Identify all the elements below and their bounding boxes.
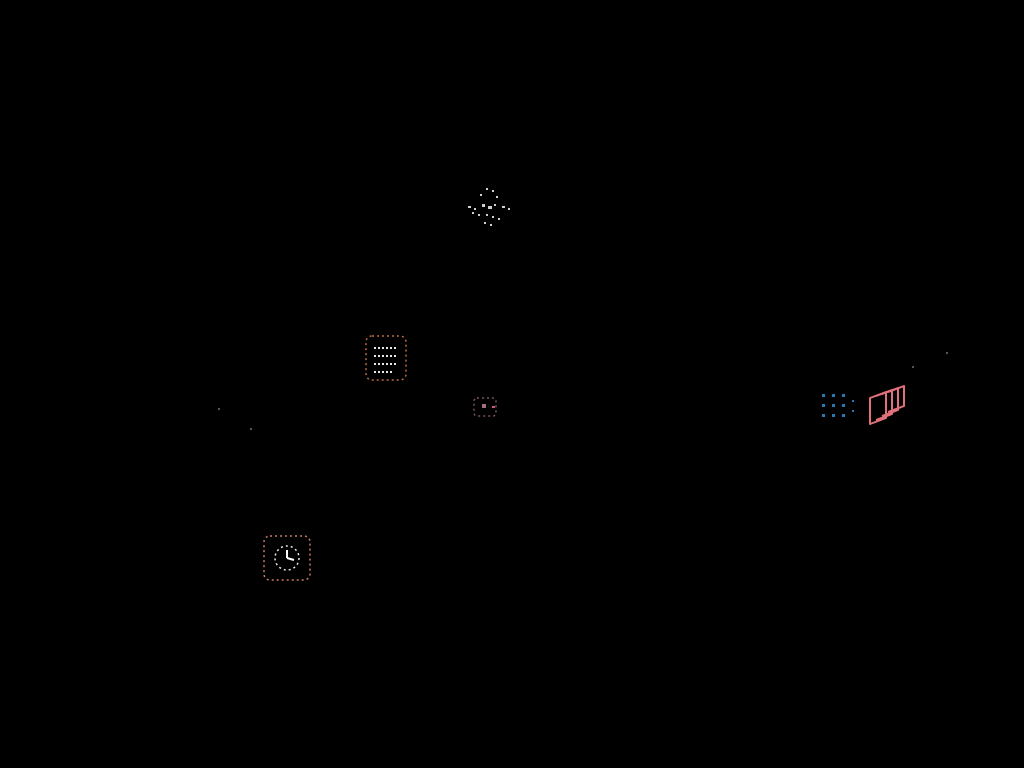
layers-icon[interactable] [864,384,910,432]
desktop-speck [946,352,948,354]
desktop-speck [218,408,220,410]
scattered-glyph-icon[interactable] [460,184,516,236]
clock-box-icon[interactable] [260,532,314,584]
small-box-icon[interactable] [470,394,502,420]
list-icon[interactable] [362,332,410,384]
grid-icon[interactable] [816,386,860,428]
desktop-speck [912,366,914,368]
desktop-speck [250,428,252,430]
